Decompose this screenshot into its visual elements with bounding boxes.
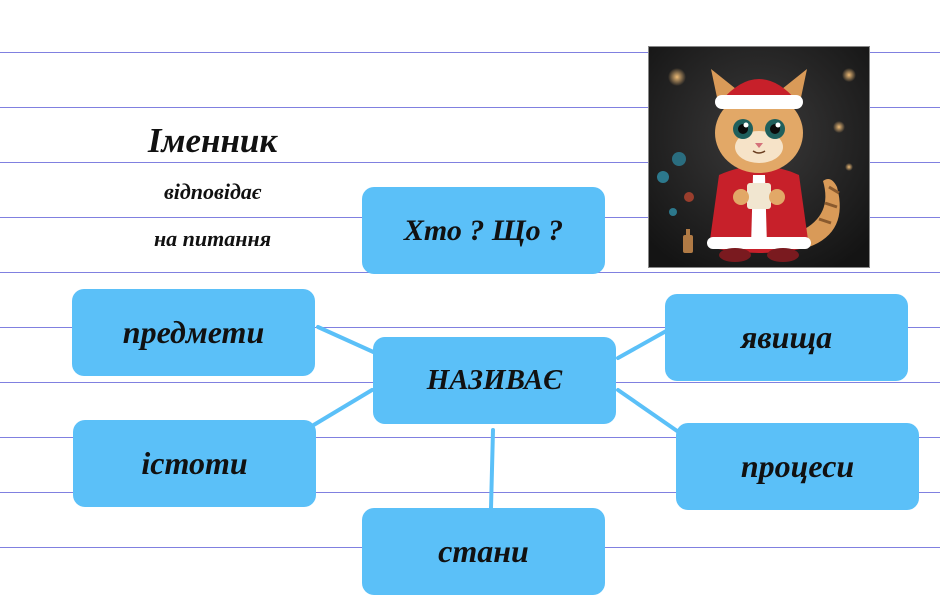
connector-processes xyxy=(616,388,682,435)
ruled-line xyxy=(0,107,940,108)
node-phenomena: явища xyxy=(665,294,908,381)
santa-cat-icon xyxy=(649,47,869,267)
connector-objects xyxy=(316,325,382,357)
heading-line2: відповідає xyxy=(163,179,262,204)
node-objects: предмети xyxy=(72,289,315,376)
node-phenomena-label: явища xyxy=(740,319,833,355)
connector-states xyxy=(489,428,495,510)
connector-phenomena xyxy=(616,328,670,360)
connector-beings xyxy=(310,388,374,428)
question-box-label: Хто ? Що ? xyxy=(403,213,564,247)
ruled-line xyxy=(0,437,940,438)
node-objects-label: предмети xyxy=(122,314,265,350)
heading-line3: на питання xyxy=(153,226,272,251)
node-beings: істоти xyxy=(73,420,316,507)
santa-cat-illustration xyxy=(648,46,870,268)
ruled-line xyxy=(0,52,940,53)
ruled-line xyxy=(0,492,940,493)
node-processes: процеси xyxy=(676,423,919,510)
ruled-line xyxy=(0,162,940,163)
node-states: стани xyxy=(362,508,605,595)
center-box-label: НАЗИВАЄ xyxy=(426,364,563,396)
node-beings-label: істоти xyxy=(141,445,248,481)
heading-title: Іменник xyxy=(147,121,278,160)
node-states-label: стани xyxy=(438,533,529,569)
center-box: НАЗИВАЄ xyxy=(373,337,616,424)
ruled-line xyxy=(0,327,940,328)
node-processes-label: процеси xyxy=(740,448,855,484)
question-box: Хто ? Що ? xyxy=(362,187,605,274)
